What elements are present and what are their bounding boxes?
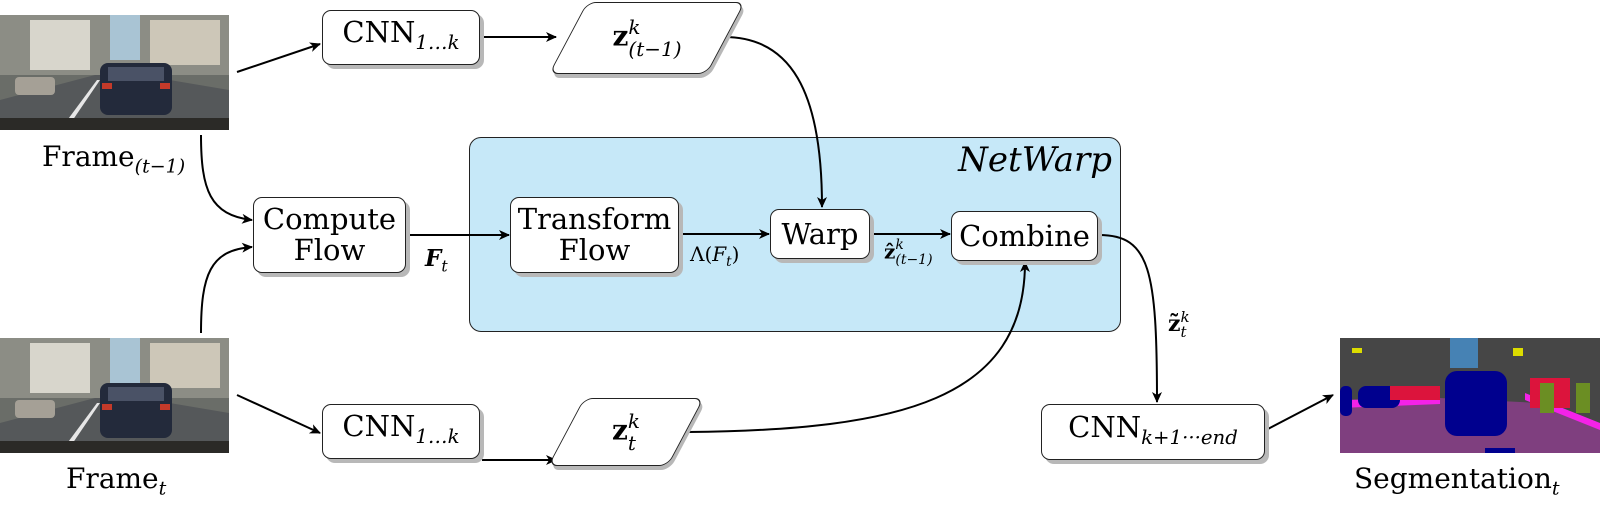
netwarp-title: NetWarp: [958, 140, 1112, 180]
frame-prev-image: [0, 15, 229, 130]
warp-node: Warp: [770, 209, 870, 259]
edge-frame-prev-to-cnn: [236, 42, 321, 73]
edge-label-ft: Ft: [425, 245, 448, 276]
edge-cnn-end-to-seg: [1265, 394, 1334, 431]
edge-combine-to-cnn-end: [1098, 234, 1162, 403]
edge-frame-prev-to-compute: [200, 134, 253, 224]
edge-zprev-to-warp: [723, 36, 827, 208]
edge-frame-curr-to-compute: [200, 242, 253, 334]
segmentation-caption: Segmentationt: [1354, 462, 1560, 500]
edge-label-lambda: Λ(Ft): [690, 242, 740, 270]
cnn-end-node: CNNk+1···end: [1041, 404, 1265, 460]
edge-zcurr-to-combine: [687, 261, 1030, 433]
cnn-bottom-node: CNN1…k: [322, 404, 480, 459]
frame-curr-caption: Framet: [66, 462, 167, 500]
frame-prev-caption: Frame(t−1): [42, 140, 186, 178]
combine-node: Combine: [951, 211, 1098, 261]
cnn-top-node: CNN1…k: [322, 10, 480, 65]
segmentation-image: [1340, 338, 1600, 453]
edge-frame-curr-to-cnn: [236, 394, 321, 434]
frame-curr-image: [0, 338, 229, 453]
